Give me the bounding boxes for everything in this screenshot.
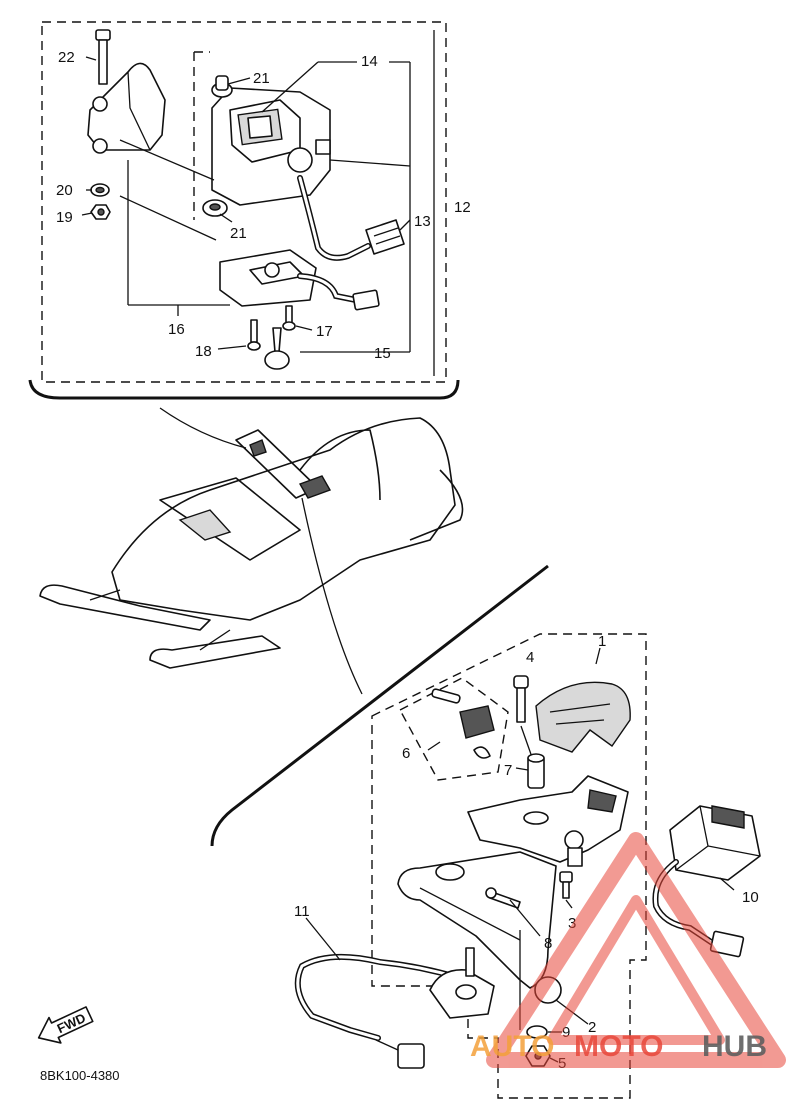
watermark-text: AUTO MOTO HUB — [470, 1030, 767, 1063]
screw-15 — [264, 327, 290, 370]
screw-18 — [247, 319, 261, 351]
throttle-cover — [535, 681, 631, 753]
throttle-housing — [467, 775, 629, 867]
switch-housing-14 — [211, 87, 331, 206]
callout-16: 16 — [168, 321, 185, 338]
grommet-21-top — [211, 75, 233, 98]
washer-20 — [90, 183, 110, 197]
diagram-code: 8BK100-4380 — [40, 1068, 120, 1083]
callout-1: 1 — [598, 633, 606, 650]
washer-9 — [526, 1025, 548, 1039]
callout-3: 3 — [568, 915, 576, 932]
switch-11 — [294, 947, 495, 1069]
top-inset-box — [28, 21, 460, 400]
callout-6: 6 — [402, 745, 410, 762]
screw-17 — [282, 305, 296, 331]
callout-19: 19 — [56, 209, 73, 226]
subassembly-6-box — [399, 677, 509, 781]
callout-10: 10 — [742, 889, 759, 906]
switch-cover-16 — [219, 249, 380, 311]
callout-2: 2 — [588, 1019, 596, 1036]
callout-21-bottom: 21 — [230, 225, 247, 242]
fwd-arrow-icon: FWD — [37, 1006, 94, 1044]
callout-4: 4 — [526, 649, 534, 666]
wire-harness-13 — [297, 175, 405, 261]
watermark-logo — [486, 832, 786, 1068]
callout-22: 22 — [58, 49, 75, 66]
clip-6 — [459, 705, 495, 759]
callout-8: 8 — [544, 935, 552, 952]
pin-6 — [431, 688, 461, 704]
spacer-7 — [527, 753, 545, 789]
callout-17: 17 — [316, 323, 333, 340]
callout-21-top: 21 — [253, 70, 270, 87]
assembly-1-box — [371, 633, 647, 1099]
callout-20: 20 — [56, 182, 73, 199]
grommet-21-bottom — [202, 199, 228, 217]
watermark-hub: HUB — [702, 1030, 767, 1063]
leader-lines-top — [81, 30, 435, 376]
subassembly-13-box — [193, 51, 210, 220]
callout-18: 18 — [195, 343, 212, 360]
nut-19 — [90, 204, 111, 220]
bolt-22 — [95, 29, 111, 85]
screw-3 — [559, 871, 573, 899]
callout-12: 12 — [454, 199, 471, 216]
callout-9: 9 — [562, 1024, 570, 1041]
callout-11: 11 — [294, 903, 310, 920]
mounting-bracket — [87, 62, 166, 154]
callout-15: 15 — [374, 345, 391, 362]
watermark-moto: MOTO — [574, 1030, 663, 1063]
callout-14: 14 — [361, 53, 378, 70]
snowmobile-illustration — [39, 407, 549, 847]
callout-7: 7 — [504, 762, 512, 779]
watermark-auto: AUTO — [470, 1030, 554, 1063]
sensor-10 — [652, 805, 761, 958]
callout-13: 13 — [414, 213, 431, 230]
bolt-4 — [513, 675, 534, 761]
